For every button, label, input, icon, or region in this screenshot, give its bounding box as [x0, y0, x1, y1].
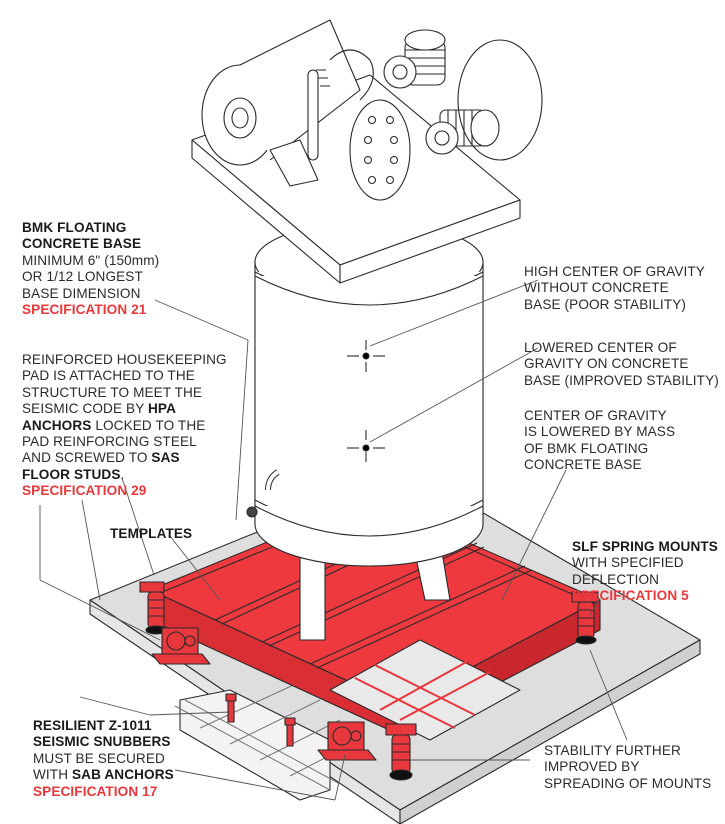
center-of-gravity-low-marker — [347, 430, 385, 462]
bmk-title-line-2: CONCRETE BASE — [22, 236, 142, 252]
stability-line-3: SPREADING OF MOUNTS — [544, 775, 712, 791]
center-of-gravity-high-marker — [347, 340, 385, 372]
compressor-pump — [307, 29, 543, 201]
pad-line-5-text: LOCKED TO THE — [91, 417, 206, 433]
spring-mounts-line-1: WITH SPECIFIED — [572, 555, 684, 571]
high-cog-line-2: WITHOUT CONCRETE — [524, 280, 669, 296]
snubbers-line-4: WITH SAB ANCHORS — [33, 767, 174, 783]
electric-motor — [201, 19, 361, 187]
sab-anchors — [225, 693, 296, 747]
pad-anchors-text: ANCHORS — [22, 417, 92, 433]
drain-valve — [246, 469, 280, 518]
pad-sas-text: SAS — [151, 450, 180, 466]
label-spring-mounts: SLF SPRING MOUNTS WITH SPECIFIED DEFLECT… — [572, 539, 718, 605]
spring-mounts-spec-link[interactable]: SPECIFICATION 5 — [572, 588, 689, 604]
pad-line-2: PAD IS ATTACHED TO THE — [22, 368, 195, 384]
high-cog-line-3: BASE (POOR STABILITY) — [524, 296, 686, 312]
lowered-cog-line-1: LOWERED CENTER OF — [524, 340, 677, 355]
pad-line-8: FLOOR STUDS. — [22, 467, 227, 483]
snubbers-spec-link[interactable]: SPECIFICATION 17 — [33, 783, 158, 799]
lowered-cog-line-3: BASE (IMPROVED STABILITY) — [524, 372, 719, 388]
label-cog-lowered-by-mass: CENTER OF GRAVITY IS LOWERED BY MASS OF … — [524, 408, 675, 474]
pad-line-1: REINFORCED HOUSEKEEPING — [22, 352, 227, 367]
pad-line-8-text: . — [120, 466, 125, 482]
cog-mass-line-2: IS LOWERED BY MASS — [524, 424, 676, 440]
pad-line-5: ANCHORS LOCKED TO THE — [22, 418, 227, 434]
stability-line-1: STABILITY FURTHER — [544, 743, 681, 758]
spring-mount-right — [571, 591, 599, 645]
pad-floor-studs-text: FLOOR STUDS — [22, 466, 121, 482]
bmk-body-line-1: MINIMUM 6" (150mm) — [22, 252, 160, 268]
pad-hpa-text: HPA — [148, 401, 176, 417]
snubbers-line-4-text: WITH — [33, 767, 73, 783]
air-receiver-tank — [254, 221, 484, 567]
seismic-snubber-front — [317, 721, 377, 761]
pad-line-4: SEISMIC CODE BY HPA — [22, 401, 227, 417]
snubbers-sab-text: SAB ANCHORS — [72, 767, 174, 783]
pad-line-7: AND SCREWED TO SAS — [22, 450, 227, 466]
spring-mount-front — [385, 723, 417, 781]
stability-line-2: IMPROVED BY — [544, 759, 640, 775]
spring-mount-left — [139, 581, 167, 635]
label-housekeeping-pad: REINFORCED HOUSEKEEPING PAD IS ATTACHED … — [22, 352, 227, 500]
high-cog-line-1: HIGH CENTER OF GRAVITY — [524, 264, 705, 279]
snubbers-title-line-2: SEISMIC SNUBBERS — [33, 734, 171, 750]
label-seismic-snubbers: RESILIENT Z-1011 SEISMIC SNUBBERS MUST B… — [33, 718, 174, 800]
pad-spec-link[interactable]: SPECIFICATION 29 — [22, 483, 147, 499]
pad-line-4-text: SEISMIC CODE BY — [22, 401, 148, 417]
lowered-cog-line-2: GRAVITY ON CONCRETE — [524, 356, 689, 372]
pad-line-7-text: AND SCREWED TO — [22, 450, 152, 466]
bmk-title-line-1: BMK FLOATING — [22, 220, 127, 235]
snubbers-title-line-1: RESILIENT Z-1011 — [33, 718, 152, 733]
label-templates: TEMPLATES — [110, 526, 192, 542]
seismic-snubber-left — [151, 627, 211, 665]
bmk-body-line-2: OR 1/12 LONGEST — [22, 269, 143, 285]
cog-mass-line-3: OF BMK FLOATING — [524, 440, 649, 456]
label-stability: STABILITY FURTHER IMPROVED BY SPREADING … — [544, 743, 711, 792]
snubbers-line-3: MUST BE SECURED — [33, 750, 165, 766]
bmk-body-line-3: BASE DIMENSION — [22, 285, 141, 301]
pad-line-3: STRUCTURE TO MEET THE — [22, 384, 203, 400]
leader-lines — [39, 279, 628, 801]
bmk-spec-link[interactable]: SPECIFICATION 21 — [22, 302, 147, 318]
label-lowered-center-of-gravity: LOWERED CENTER OF GRAVITY ON CONCRETE BA… — [524, 340, 719, 389]
cog-mass-line-4: CONCRETE BASE — [524, 457, 642, 473]
bmk-floating-base-frame — [149, 499, 601, 741]
spring-mounts-title: SLF SPRING MOUNTS — [572, 539, 718, 554]
label-bmk-floating-base: BMK FLOATING CONCRETE BASE MINIMUM 6" (1… — [22, 220, 159, 318]
pad-line-6: PAD REINFORCING STEEL — [22, 434, 197, 450]
templates-title: TEMPLATES — [110, 526, 193, 541]
spring-mounts-line-2: DEFLECTION — [572, 571, 660, 587]
cog-mass-line-1: CENTER OF GRAVITY — [524, 408, 667, 423]
label-high-center-of-gravity: HIGH CENTER OF GRAVITY WITHOUT CONCRETE … — [524, 264, 705, 313]
